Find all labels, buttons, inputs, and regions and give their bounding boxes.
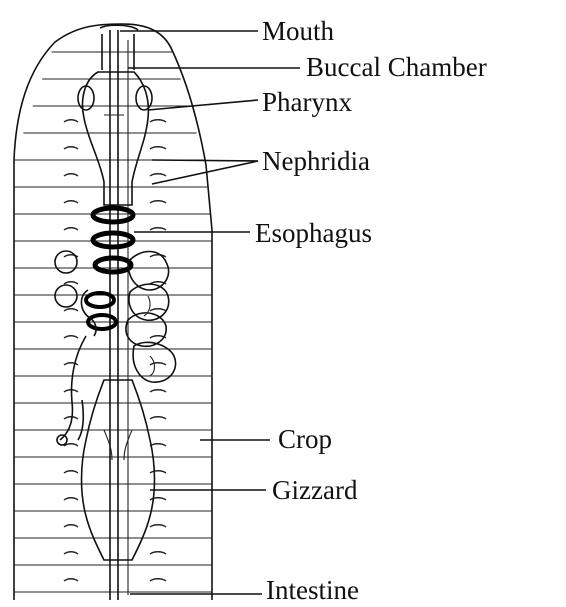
left-glands bbox=[55, 251, 96, 445]
nephridium-tubule bbox=[64, 201, 78, 203]
body-segments bbox=[14, 52, 212, 592]
nephridium-tubule bbox=[64, 120, 78, 122]
label-buccal-chamber: Buccal Chamber bbox=[306, 52, 487, 82]
pharynx-organ bbox=[78, 72, 152, 205]
nephridium-tubule bbox=[64, 579, 78, 581]
nephridium-tubule bbox=[64, 417, 78, 419]
nephridium-tubule bbox=[150, 201, 166, 203]
body-outline bbox=[14, 24, 212, 600]
label-gizzard: Gizzard bbox=[272, 475, 358, 505]
nephridium-tubule bbox=[64, 282, 78, 284]
nephridium-tubule bbox=[150, 579, 166, 581]
label-intestine: Intestine bbox=[266, 575, 359, 605]
nephridium-tubule bbox=[150, 309, 166, 311]
nephridium-tubule bbox=[64, 552, 78, 554]
nephridium-tubule bbox=[150, 525, 166, 527]
nephridium-tubule bbox=[150, 228, 166, 230]
label-pharynx: Pharynx bbox=[262, 87, 352, 117]
nephridium-tubule bbox=[150, 363, 166, 365]
nephridium-tubule bbox=[64, 228, 78, 230]
label-nephridia: Nephridia bbox=[262, 146, 370, 176]
nephridium-tubule bbox=[150, 417, 166, 419]
label-esophagus: Esophagus bbox=[255, 218, 372, 248]
nephridium-tubule bbox=[64, 336, 78, 338]
leader-nephridia-2 bbox=[152, 161, 258, 184]
nephridium-tubule bbox=[150, 471, 166, 473]
leader-pharynx bbox=[148, 100, 258, 110]
nephridium-tubule bbox=[150, 390, 166, 392]
nephridium-tubule bbox=[150, 444, 166, 446]
nephridium-tubule bbox=[150, 498, 166, 500]
nephridium-tubule bbox=[150, 120, 166, 122]
labels: Mouth Buccal Chamber Pharynx Nephridia E… bbox=[255, 16, 487, 605]
nephridium-tubule bbox=[64, 363, 78, 365]
nephridium-tubule bbox=[150, 174, 166, 176]
label-crop: Crop bbox=[278, 424, 332, 454]
nephridium-tubule bbox=[64, 498, 78, 500]
nephridium-tubule bbox=[64, 525, 78, 527]
nephridium-tubule bbox=[64, 309, 78, 311]
nephridium-tubule bbox=[64, 471, 78, 473]
nephridium-tubule bbox=[64, 147, 78, 149]
leader-nephridia-1 bbox=[152, 160, 258, 161]
label-mouth: Mouth bbox=[262, 16, 335, 46]
nephridium-tubule bbox=[64, 174, 78, 176]
nephridium-tubule bbox=[150, 552, 166, 554]
nephridium-tubule bbox=[150, 147, 166, 149]
mouth-structure bbox=[100, 25, 138, 70]
seminal-vesicles bbox=[126, 252, 176, 383]
